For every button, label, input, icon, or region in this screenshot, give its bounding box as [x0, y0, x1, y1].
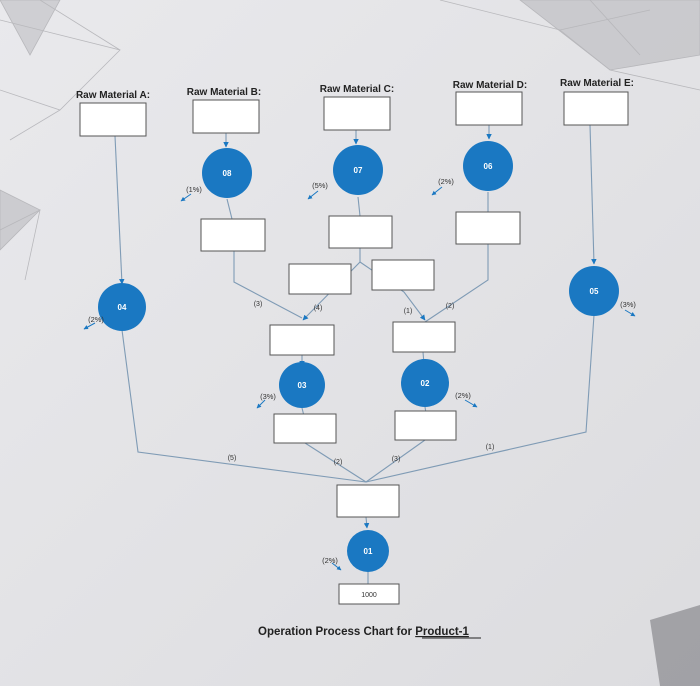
raw-material-a-label: Raw Material A: [76, 90, 150, 101]
operation-04-circle [98, 283, 146, 331]
operation-01-label: 01 [364, 547, 373, 556]
o1-input-box[interactable] [336, 484, 400, 518]
c-split-right-box[interactable] [371, 259, 435, 291]
operation-07-label: 07 [354, 166, 363, 175]
operation-02-scrap: (2%) [455, 391, 471, 400]
raw-material-c-box[interactable] [323, 96, 391, 131]
raw-material-d-box[interactable] [455, 91, 523, 126]
o6-output-box[interactable] [455, 211, 521, 245]
raw-material-b-label: Raw Material B: [187, 87, 261, 98]
operation-03-label: 03 [298, 381, 307, 390]
c-split-left-box[interactable] [288, 263, 352, 295]
operation-05-circle [569, 266, 619, 316]
count-a-to-o1: (5) [228, 455, 237, 462]
operation-07-circle [333, 145, 383, 195]
operation-03-scrap: (3%) [260, 392, 276, 401]
chart-title-product: Product-1 [415, 626, 469, 638]
operation-01-circle [347, 530, 389, 572]
raw-material-c-label: Raw Material C: [320, 84, 394, 95]
chart-title-prefix: Operation Process Chart for [258, 626, 415, 638]
operation-04-scrap: (2%) [88, 315, 104, 324]
raw-material-d-label: Raw Material D: [453, 80, 527, 91]
operation-08-scrap: (1%) [186, 185, 202, 194]
count-c-to-o3: (4) [314, 305, 323, 312]
operation-08-circle [202, 148, 252, 198]
operation-07-scrap: (5%) [312, 181, 328, 190]
raw-material-e-box[interactable] [563, 91, 629, 126]
operation-08-label: 08 [223, 169, 232, 178]
o3-input-box[interactable] [269, 324, 335, 356]
chart-title: Operation Process Chart for Product-1 [258, 626, 469, 638]
count-o2-to-o1: (3) [392, 456, 401, 463]
raw-material-e-label: Raw Material E: [560, 78, 634, 89]
operation-04-label: 04 [118, 303, 127, 312]
operation-06-label: 06 [484, 162, 493, 171]
chart-lines [114, 124, 597, 584]
operation-05-label: 05 [590, 287, 599, 296]
final-output-box[interactable] [338, 583, 400, 605]
operation-02-circle [401, 359, 449, 407]
operation-06-scrap: (2%) [438, 177, 454, 186]
count-o3-to-o1: (2) [334, 459, 343, 466]
operation-03-circle [279, 362, 325, 408]
o2-output-box[interactable] [394, 410, 457, 441]
raw-material-b-box[interactable] [192, 99, 260, 134]
o7-output-box[interactable] [328, 215, 393, 249]
final-output-value: 1000 [361, 592, 377, 599]
count-b-to-o3: (3) [254, 301, 263, 308]
raw-material-a-box[interactable] [79, 102, 147, 137]
o3-output-box[interactable] [273, 413, 337, 444]
operation-02-label: 02 [421, 379, 430, 388]
o8-output-box[interactable] [200, 218, 266, 252]
operation-06-circle [463, 141, 513, 191]
o2-input-box[interactable] [392, 321, 456, 353]
scrap-arrows [83, 186, 636, 571]
count-c-to-o2: (1) [404, 308, 413, 315]
count-e-to-o1: (1) [486, 444, 495, 451]
operation-05-scrap: (3%) [620, 300, 636, 309]
operation-01-scrap: (2%) [322, 556, 338, 565]
count-d-to-o2: (2) [446, 303, 455, 310]
